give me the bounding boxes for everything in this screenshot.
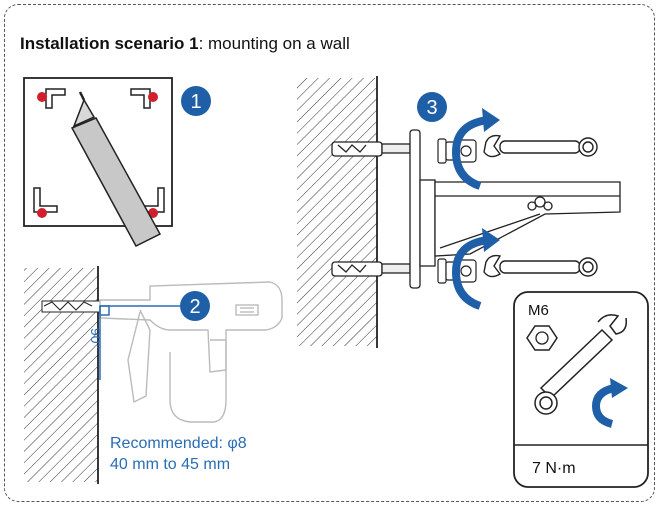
step-badge-2: 2 bbox=[180, 291, 210, 321]
expansion-anchor-bottom bbox=[331, 261, 411, 277]
marker-pen-icon bbox=[70, 91, 162, 247]
nut-washer-bottom bbox=[437, 258, 477, 284]
torque-box bbox=[513, 291, 649, 488]
wall-section-left bbox=[24, 266, 101, 484]
step-1-number: 1 bbox=[190, 91, 201, 113]
title-rest: : mounting on a wall bbox=[198, 34, 350, 53]
nut-washer-top bbox=[437, 138, 477, 164]
angle-indicator bbox=[99, 305, 180, 380]
corner-bracket-tr bbox=[130, 88, 151, 109]
step-badge-3: 3 bbox=[417, 92, 447, 122]
step-3-number: 3 bbox=[426, 97, 437, 119]
bolt-size-label: M6 bbox=[528, 302, 549, 319]
rotate-arrowhead bbox=[482, 108, 500, 252]
title-bold: Installation scenario 1 bbox=[20, 34, 199, 53]
mark-dot bbox=[37, 92, 47, 102]
expansion-anchor-top bbox=[331, 141, 411, 157]
recommendation-line-1: Recommended: φ8 bbox=[110, 435, 247, 452]
step-badge-1: 1 bbox=[181, 86, 211, 116]
drill-recommendation: Recommended: φ8 40 mm to 45 mm bbox=[110, 433, 247, 475]
corner-bracket-bl bbox=[33, 187, 58, 213]
wall-section-right bbox=[297, 76, 378, 348]
figure-frame bbox=[4, 4, 655, 502]
drill-icon bbox=[99, 281, 283, 423]
rotate-arrow-icon bbox=[451, 116, 489, 310]
recommendation-line-2: 40 mm to 45 mm bbox=[110, 456, 231, 473]
wrench-icon bbox=[483, 134, 598, 278]
corner-bracket-tl bbox=[45, 88, 66, 109]
angle-label: 90° bbox=[88, 328, 104, 350]
figure-title: Installation scenario 1: mounting on a w… bbox=[20, 34, 350, 54]
rotate-arrow-icon bbox=[591, 384, 616, 428]
wrench-icon bbox=[534, 314, 628, 415]
torque-label: 7 N·m bbox=[532, 460, 576, 477]
marking-template bbox=[23, 77, 173, 247]
mark-dot bbox=[148, 92, 158, 102]
step-2-number: 2 bbox=[189, 296, 200, 318]
mark-dot bbox=[37, 208, 47, 218]
